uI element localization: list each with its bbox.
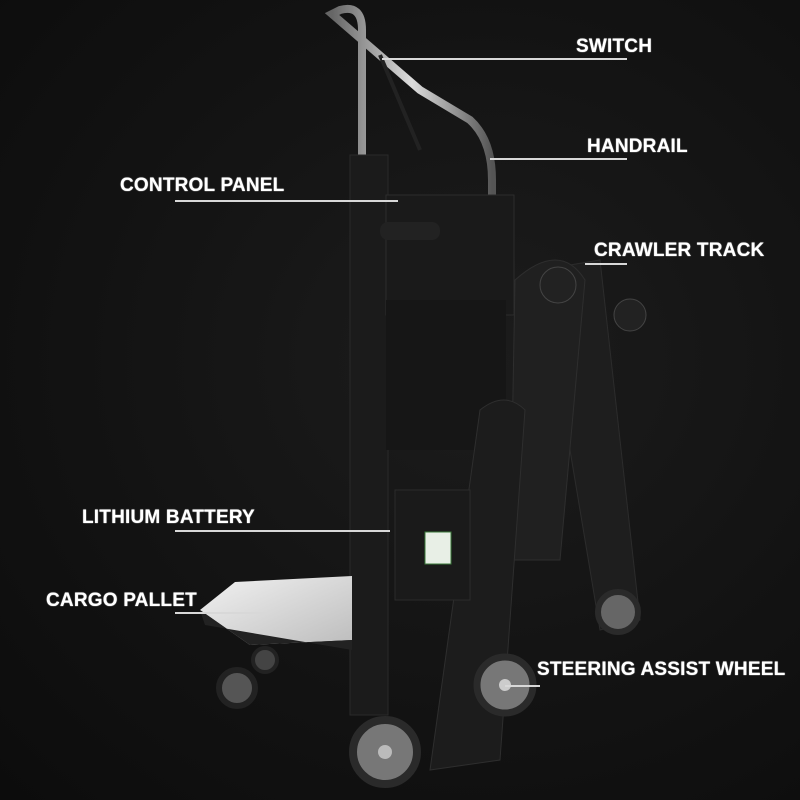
- crawler-track-mid: [509, 259, 586, 561]
- crawler-track-label: CRAWLER TRACK: [594, 240, 765, 261]
- frame-column: [349, 154, 389, 716]
- handrail: [324, 5, 496, 240]
- cargo-pallet: [200, 576, 352, 645]
- handrail-label: HANDRAIL: [587, 136, 688, 157]
- switch-leader-line: [382, 58, 627, 60]
- caster-wheel: [216, 667, 258, 709]
- cargo-pallet-leader-line: [175, 612, 265, 614]
- cargo-pallet-label: CARGO PALLET: [46, 590, 197, 611]
- crawler-track-leader-line: [585, 263, 627, 265]
- steering-assist-wheel-label: STEERING ASSIST WHEEL: [537, 659, 786, 680]
- lithium-battery-label: LITHIUM BATTERY: [82, 507, 255, 528]
- lithium-battery-leader-line: [175, 530, 390, 532]
- control-panel-leader-line: [175, 200, 398, 202]
- handrail-leader-line: [490, 158, 627, 160]
- control-panel-box: [385, 194, 515, 316]
- steering-assist-wheel-leader-line: [505, 685, 540, 687]
- control-panel-label: CONTROL PANEL: [120, 175, 285, 196]
- switch-label: SWITCH: [576, 36, 653, 57]
